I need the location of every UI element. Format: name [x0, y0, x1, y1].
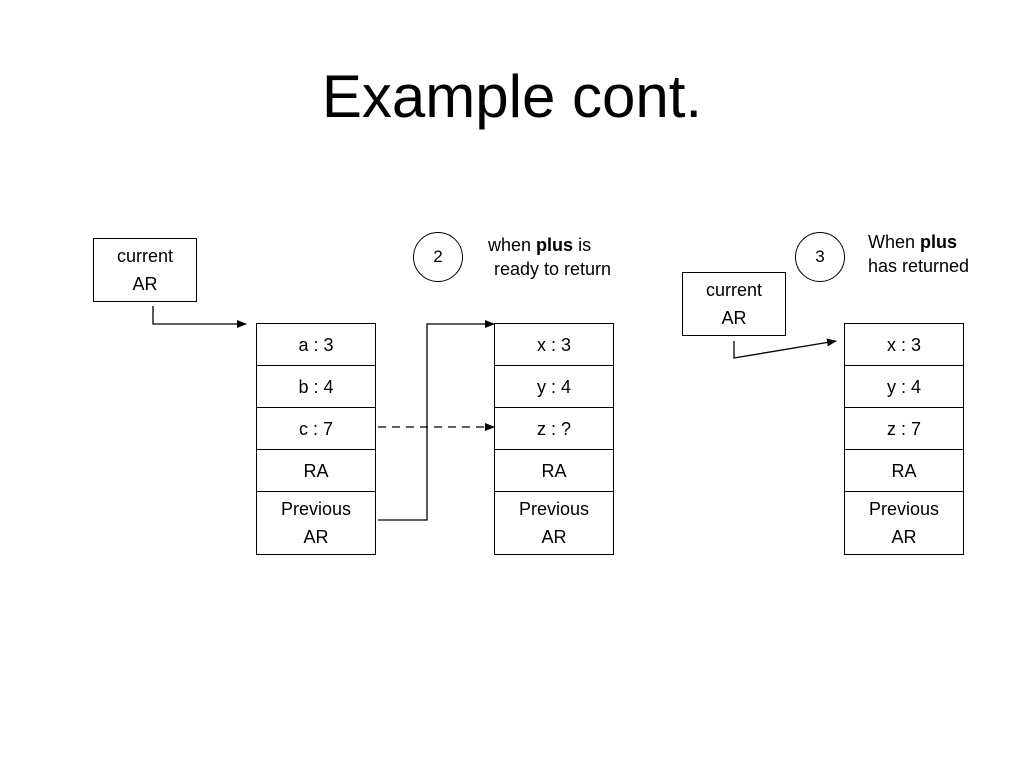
slide-title: Example cont.: [321, 63, 703, 130]
current-ar-box-left: current AR: [93, 238, 197, 302]
step-3-circle: 3: [795, 232, 845, 282]
ar-cell-previous-ar: Previous AR: [280, 499, 352, 547]
ar-cell-z: z : 7: [845, 408, 963, 450]
ar-cell-b: b : 4: [257, 366, 375, 408]
ar-cell-previous-ar: Previous AR: [518, 499, 590, 547]
activation-record-plus-ready: x : 3 y : 4 z : ? RA Previous AR: [494, 323, 614, 555]
current-ar-box-right: current AR: [682, 272, 786, 336]
current-ar-label: AR: [132, 274, 158, 294]
ar-cell-ra: RA: [257, 450, 375, 492]
current-ar-pointer-arrow: [152, 306, 247, 328]
activation-record-main: a : 3 b : 4 c : 7 RA Previous AR: [256, 323, 376, 555]
ar-cell-a: a : 3: [257, 324, 375, 366]
step-3-note: When plus has returned: [868, 232, 970, 276]
current-ar-label: current: [705, 280, 763, 300]
ar-cell-x: x : 3: [495, 324, 613, 366]
ar-cell-c: c : 7: [257, 408, 375, 450]
current-ar-label: AR: [721, 308, 747, 328]
step-2-circle: 2: [413, 232, 463, 282]
activation-record-plus-returned: x : 3 y : 4 z : 7 RA Previous AR: [844, 323, 964, 555]
current-ar-label: current: [116, 246, 174, 266]
ar-cell-previous-ar: Previous AR: [868, 499, 940, 547]
ar-cell-y: y : 4: [845, 366, 963, 408]
ar-cell-x: x : 3: [845, 324, 963, 366]
ar-cell-ra: RA: [845, 450, 963, 492]
ar-cell-z: z : ?: [495, 408, 613, 450]
ar-cell-y: y : 4: [495, 366, 613, 408]
current-ar-pointer-arrow-right: [733, 338, 837, 359]
previous-ar-link-arrow: [378, 320, 495, 521]
ar-cell-ra: RA: [495, 450, 613, 492]
step-2-note: when plus is ready to return: [488, 235, 612, 279]
